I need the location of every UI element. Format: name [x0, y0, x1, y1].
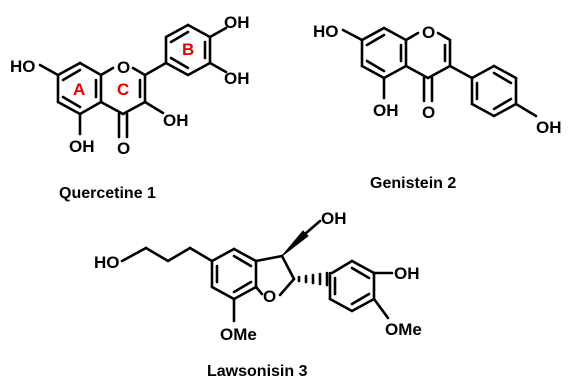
quercetine-structure — [38, 23, 228, 139]
genistein-ring-oxygen-label: O — [422, 23, 435, 42]
genistein-oh-a-label: OH — [373, 101, 399, 120]
lawsonisin-furan-oxygen-label: O — [263, 287, 276, 306]
ring-label-b: B — [182, 40, 194, 59]
hashed-bond-aryl — [297, 271, 329, 287]
lawsonisin-oh-methanol-label: OH — [321, 209, 347, 228]
lawsonisin-ho-chain-label: HO — [94, 253, 120, 272]
genistein-ho-a-label: HO — [313, 22, 339, 41]
genistein-structure — [341, 26, 538, 118]
lawsonisin-ome-benzo-label: OMe — [220, 325, 257, 344]
genistein-carbonyl-oxygen-label: O — [422, 103, 435, 122]
quercetine-ho-a-label: HO — [10, 57, 36, 76]
quercetine-oh-b-bottom-label: OH — [224, 69, 250, 88]
quercetine-oh-a-label: OH — [69, 137, 95, 156]
quercetine-oh-b-top-label: OH — [224, 13, 250, 32]
quercetine-oh-c-label: OH — [163, 111, 189, 130]
ring-label-a: A — [73, 80, 85, 99]
lawsonisin-caption: Lawsonisin 3 — [207, 363, 308, 380]
quercetine-ring-oxygen-label: O — [117, 58, 130, 77]
quercetine-caption: Quercetine 1 — [59, 185, 156, 202]
lawsonisin-oh-aryl-label: OH — [394, 264, 420, 283]
lawsonisin-ome-aryl-label: OMe — [385, 320, 422, 339]
quercetine-carbonyl-oxygen-label: O — [117, 139, 130, 158]
ring-label-c: C — [117, 80, 129, 99]
lawsonisin-structure — [120, 219, 394, 323]
genistein-caption: Genistein 2 — [370, 175, 456, 192]
genistein-oh-phenyl-label: OH — [536, 118, 562, 137]
wedge-bond-ch2oh — [281, 230, 309, 257]
